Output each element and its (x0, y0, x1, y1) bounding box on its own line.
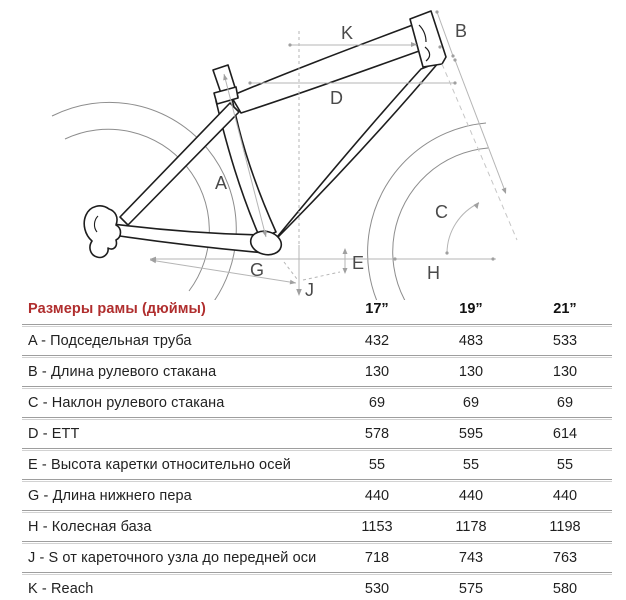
table-row-G: G - Длина нижнего пера 440 440 440 (22, 482, 612, 510)
down-tube (272, 61, 440, 243)
row-value: 69 (368, 395, 386, 411)
row-value: 130 (552, 364, 578, 380)
dim-leader-E (283, 261, 341, 281)
row-value: 575 (458, 581, 484, 597)
row-value: 718 (364, 550, 390, 566)
row-label: H - Колесная база (28, 519, 152, 535)
row-value: 440 (552, 488, 578, 504)
frame-outline (83, 10, 447, 259)
row-value: 432 (364, 333, 390, 349)
bottom-bracket (249, 230, 283, 256)
column-header-19: 19” (459, 301, 483, 317)
row-separator (22, 572, 612, 575)
row-label: G - Длина нижнего пера (28, 488, 192, 504)
head-tube-neck2 (418, 24, 427, 43)
bike-frame-diagram: K B D A C E G H J (51, 10, 518, 300)
geometry-table: Размеры рамы (дюймы) 17” 19” 21” A - Под… (22, 294, 612, 600)
row-value: 763 (552, 550, 578, 566)
dim-line-G (149, 259, 297, 284)
table-header-row: Размеры рамы (дюймы) 17” 19” 21” (22, 294, 612, 324)
row-value: 595 (458, 426, 484, 442)
seat-stay (119, 102, 240, 226)
row-value: 1198 (549, 519, 581, 535)
column-header-17: 17” (365, 301, 389, 317)
dim-label-A: A (215, 173, 227, 193)
row-value: 55 (556, 457, 574, 473)
table-row-C: C - Наклон рулевого стакана 69 69 69 (22, 389, 612, 417)
row-label: D - ETT (28, 426, 80, 442)
row-value: 130 (364, 364, 390, 380)
table-row-D: D - ETT 578 595 614 (22, 420, 612, 448)
dim-label-G: G (250, 260, 264, 280)
dim-label-E: E (352, 253, 364, 273)
row-value: 483 (458, 333, 484, 349)
steering-axis-dashed (441, 63, 518, 241)
table-row-J: J - S от кареточного узла до передней ос… (22, 544, 612, 572)
row-separator (22, 386, 612, 389)
row-value: 614 (552, 426, 578, 442)
chain-stay (112, 223, 266, 254)
row-value: 440 (364, 488, 390, 504)
dim-line-A (223, 73, 267, 238)
steering-axis-solid (454, 59, 506, 192)
row-value: 578 (364, 426, 390, 442)
row-value: 533 (552, 333, 578, 349)
row-separator (22, 417, 612, 420)
row-label: A - Подседельная труба (28, 333, 192, 349)
row-separator (22, 355, 612, 358)
front-wheel-arcs (367, 122, 489, 300)
table-row-B: B - Длина рулевого стакана 130 130 130 (22, 358, 612, 386)
row-separator (22, 479, 612, 482)
head-tube-neck (424, 46, 431, 62)
dim-label-C: C (435, 202, 448, 222)
row-value: 55 (368, 457, 386, 473)
dim-arc-C (446, 202, 480, 254)
dim-label-J: J (305, 280, 314, 300)
row-value: 530 (364, 581, 390, 597)
table-row-E: E - Высота каретки относительно осей 55 … (22, 451, 612, 479)
row-value: 580 (552, 581, 578, 597)
dim-label-K: K (341, 23, 353, 43)
row-value: 55 (462, 457, 480, 473)
row-value: 440 (458, 488, 484, 504)
table-row-H: H - Колесная база 1153 1178 1198 (22, 513, 612, 541)
row-label: K - Reach (28, 581, 94, 597)
column-header-21: 21” (553, 301, 577, 317)
rear-derailleur-detail (93, 215, 99, 233)
row-label: J - S от кареточного узла до передней ос… (28, 550, 317, 566)
rear-derailleur (83, 205, 122, 259)
seat-collar (213, 86, 239, 105)
dim-line-B (436, 11, 454, 57)
table-row-K: K - Reach 530 575 580 (22, 575, 612, 600)
dim-label-B: B (455, 21, 467, 41)
dim-label-H: H (427, 263, 440, 283)
row-value: 743 (458, 550, 484, 566)
row-label: C - Наклон рулевого стакана (28, 395, 225, 411)
row-separator (22, 510, 612, 513)
row-label: E - Высота каретки относительно осей (28, 457, 291, 473)
table-row-A: A - Подседельная труба 432 483 533 (22, 327, 612, 355)
row-separator (22, 324, 612, 327)
row-separator (22, 541, 612, 544)
row-value: 69 (462, 395, 480, 411)
row-separator (22, 448, 612, 451)
dimension-lines (149, 11, 518, 289)
row-value: 69 (556, 395, 574, 411)
dimension-markers (150, 10, 507, 296)
dimension-labels: K B D A C E G H J (215, 21, 467, 300)
dim-label-D: D (330, 88, 343, 108)
row-value: 1153 (361, 519, 393, 535)
row-label: B - Длина рулевого стакана (28, 364, 217, 380)
row-value: 130 (458, 364, 484, 380)
table-title: Размеры рамы (дюймы) (28, 301, 206, 317)
row-value: 1178 (455, 519, 487, 535)
